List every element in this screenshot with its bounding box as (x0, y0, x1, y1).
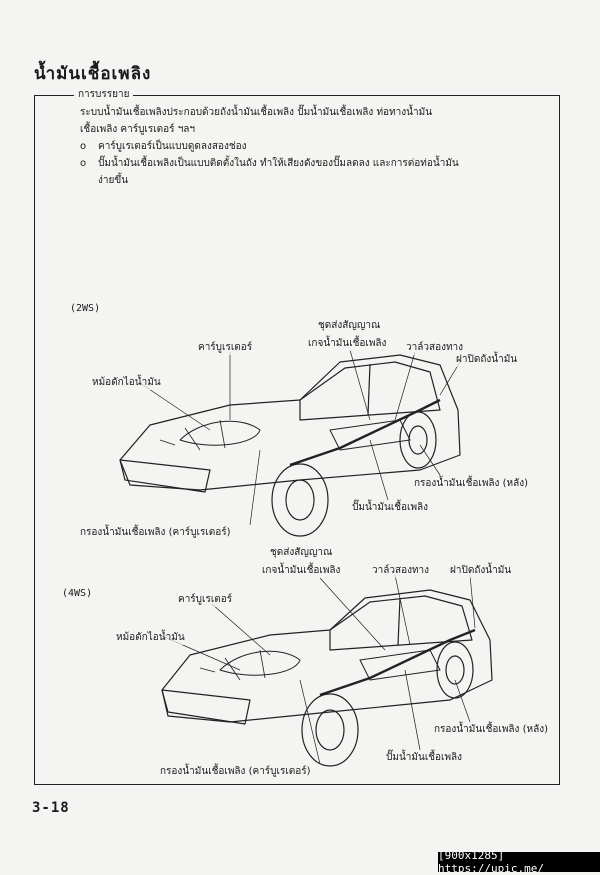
diagram-4ws-tag: (4WS) (62, 588, 93, 599)
diagram-2ws-tag: (2WS) (70, 303, 101, 314)
label-2ws-fuel-pump: ปั๊มน้ำมันเชื้อเพลิง (352, 500, 429, 515)
section-label: การบรรยาย (74, 87, 134, 102)
description: ระบบน้ำมันเชื้อเพลิงประกอบด้วยถังน้ำมันเ… (80, 104, 500, 189)
desc-bullet1: คาร์บูเรเตอร์เป็นแบบดูดลงสองช่อง (80, 138, 500, 155)
label-4ws-fuel-pump: ปั๊มน้ำมันเชื้อเพลิง (386, 750, 463, 765)
label-4ws-carburetor: คาร์บูเรเตอร์ (178, 592, 233, 607)
desc-line1: ระบบน้ำมันเชื้อเพลิงประกอบด้วยถังน้ำมันเ… (80, 107, 433, 118)
label-2ws-vapor-canister: หม้อดักไอน้ำมัน (92, 375, 161, 390)
label-2ws-rear-filter: กรองน้ำมันเชื้อเพลิง (หลัง) (414, 476, 529, 491)
content-frame (34, 95, 560, 785)
label-4ws-sender-1: ชุดส่งสัญญาณ (270, 545, 333, 560)
page-number: 3-18 (32, 800, 70, 816)
page-title: น้ำมันเชื้อเพลิง (34, 64, 152, 84)
label-4ws-sender-2: เกจน้ำมันเชื้อเพลิง (262, 563, 341, 578)
label-2ws-sender-1: ชุดส่งสัญญาณ (318, 318, 381, 333)
desc-line2: เชื้อเพลิง คาร์บูเรเตอร์ ฯลฯ (80, 124, 196, 135)
label-2ws-carburetor: คาร์บูเรเตอร์ (198, 340, 253, 355)
label-4ws-vapor-canister: หม้อดักไอน้ำมัน (116, 630, 185, 645)
label-2ws-carb-filter: กรองน้ำมันเชื้อเพลิง (คาร์บูเรเตอร์) (80, 525, 231, 540)
desc-bullet2-cont: ง่ายขึ้น (98, 175, 129, 186)
label-4ws-rear-filter: กรองน้ำมันเชื้อเพลิง (หลัง) (434, 722, 549, 737)
label-4ws-filler-cap: ฝาปิดถังน้ำมัน (450, 563, 512, 578)
watermark: [900x1285] https://upic.me/ (438, 849, 600, 875)
desc-bullet2: ปั๊มน้ำมันเชื้อเพลิงเป็นแบบติดตั้งในถัง … (80, 155, 500, 172)
label-4ws-two-way-valve: วาล์วสองทาง (372, 563, 430, 578)
car-diagram-2ws (119, 354, 461, 537)
label-2ws-filler-cap: ฝาปิดถังน้ำมัน (456, 352, 518, 367)
label-4ws-carb-filter: กรองน้ำมันเชื้อเพลิง (คาร์บูเรเตอร์) (160, 764, 311, 779)
label-2ws-two-way-valve: วาล์วสองทาง (406, 340, 464, 355)
label-2ws-sender-2: เกจน้ำมันเชื้อเพลิง (308, 336, 387, 351)
car-diagram-4ws (161, 589, 493, 767)
